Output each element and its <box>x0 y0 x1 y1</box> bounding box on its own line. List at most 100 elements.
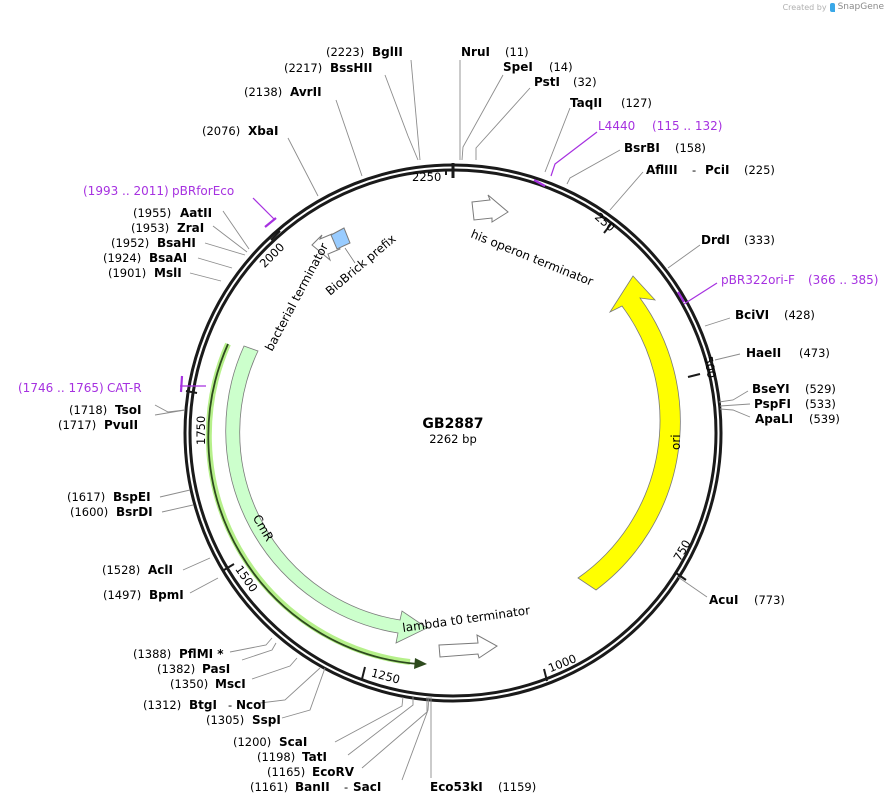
enzyme-btgi: BtgI <box>189 698 217 712</box>
enzyme-xbai: XbaI <box>248 124 278 138</box>
enzyme-ecorv: EcoRV <box>312 765 355 779</box>
feature-label-his-operon-terminator: his operon terminator <box>469 227 595 289</box>
enzyme-taqii: TaqII <box>570 96 602 110</box>
svg-text:-: - <box>228 698 232 712</box>
cmr-orf-line <box>207 343 419 665</box>
enzyme-haeii: HaeII <box>746 346 781 360</box>
biobrick-label-line <box>344 247 356 264</box>
svg-text:-: - <box>344 780 348 794</box>
svg-text:(333): (333) <box>744 233 775 247</box>
svg-text:(1497): (1497) <box>103 588 141 602</box>
primer-marks <box>179 179 685 393</box>
feature-ori[interactable] <box>577 275 681 591</box>
enzyme-pvuii: PvuII <box>104 418 138 432</box>
primer-cat-r-range: (1746 .. 1765) <box>18 381 104 395</box>
enzyme-leader-lines <box>154 59 751 781</box>
svg-text:(1953): (1953) <box>131 221 169 235</box>
snapgene-logo-icon <box>829 2 835 12</box>
primer-mark-l4440 <box>533 179 546 187</box>
svg-text:(1159): (1159) <box>498 780 536 794</box>
svg-text:(1600): (1600) <box>70 505 108 519</box>
svg-text:(1924): (1924) <box>103 251 141 265</box>
svg-text:(1901): (1901) <box>108 266 146 280</box>
primer-pbrforeco-name: pBRforEco <box>172 184 234 198</box>
primer-labels: L4440 (115 .. 132) pBR322ori-F (366 .. 3… <box>18 119 878 395</box>
enzyme-eco53ki: Eco53kI <box>430 780 483 794</box>
enzyme-bpmi: BpmI <box>149 588 184 602</box>
svg-text:(1312): (1312) <box>143 698 181 712</box>
feature-biobrick-prefix[interactable] <box>330 227 351 250</box>
svg-text:(14): (14) <box>549 60 573 74</box>
primer-cat-r-name: CAT-R <box>107 381 142 395</box>
svg-text:(529): (529) <box>805 382 836 396</box>
enzyme-acui: AcuI <box>709 593 738 607</box>
svg-text:(1617): (1617) <box>67 490 105 504</box>
svg-text:(1161): (1161) <box>250 780 288 794</box>
enzyme-aatii: AatII <box>180 206 212 220</box>
enzyme-afliii: AflIII <box>646 163 678 177</box>
enzyme-spei: SpeI <box>503 60 533 74</box>
enzyme-labels-right: NruI (11) SpeI (14) PstI (32) TaqII (127… <box>430 45 840 794</box>
tick-label-1750: 1750 <box>194 416 208 445</box>
svg-text:(473): (473) <box>799 346 830 360</box>
snapgene-credit: Created by SnapGene <box>783 2 884 12</box>
enzyme-bglii: BglII <box>372 45 403 59</box>
enzyme-msci: MscI <box>215 677 246 691</box>
enzyme-msli: MslI <box>154 266 182 280</box>
svg-text:(1717): (1717) <box>58 418 96 432</box>
svg-text:(1350): (1350) <box>170 677 208 691</box>
enzyme-bcivi: BciVI <box>735 308 769 322</box>
primer-pbr322ori-f-range: (366 .. 385) <box>808 273 878 287</box>
enzyme-apali: ApaLI <box>755 412 793 426</box>
svg-text:(1718): (1718) <box>69 403 107 417</box>
enzyme-bsrbi: BsrBI <box>624 141 660 155</box>
enzyme-zrai: ZraI <box>177 221 204 235</box>
enzyme-scai: ScaI <box>279 735 307 749</box>
svg-text:(2076): (2076) <box>202 124 240 138</box>
primer-mark-cat-r <box>179 375 184 393</box>
enzyme-bsaai: BsaAI <box>149 251 187 265</box>
svg-text:(539): (539) <box>809 412 840 426</box>
feature-his-operon-terminator[interactable] <box>471 194 509 223</box>
svg-text:PciI: PciI <box>705 163 730 177</box>
svg-text:(428): (428) <box>784 308 815 322</box>
svg-text:(127): (127) <box>621 96 652 110</box>
enzyme-avrii: AvrII <box>290 85 322 99</box>
enzyme-labels-left: (1161) BanII - SacI (1165) EcoRV (1198) … <box>58 45 403 794</box>
tick-label-2250: 2250 <box>412 170 441 184</box>
enzyme-pasi: PasI <box>202 662 230 676</box>
enzyme-bsshii: BssHII <box>330 61 372 75</box>
enzyme-saci: SacI <box>353 780 381 794</box>
svg-text:(32): (32) <box>573 75 597 89</box>
primer-pbrforeco-range: (1993 .. 2011) <box>83 184 169 198</box>
cmr-orf-arrowhead <box>414 658 427 669</box>
svg-text:(1200): (1200) <box>233 735 271 749</box>
tick-label-500: 500 <box>701 355 719 379</box>
enzyme-acli: AclI <box>148 563 173 577</box>
feature-lambda-t0-terminator[interactable] <box>438 634 498 659</box>
tick-marks <box>185 169 701 682</box>
primer-l4440-name: L4440 <box>598 119 635 133</box>
enzyme-ncoi: NcoI <box>236 698 266 712</box>
svg-text:(773): (773) <box>754 593 785 607</box>
svg-text:(533): (533) <box>805 397 836 411</box>
enzyme-nrui: NruI <box>461 45 490 59</box>
enzyme-drdi: DrdI <box>701 233 730 247</box>
feature-cmr[interactable] <box>225 345 428 644</box>
plasmid-length: 2262 bp <box>429 432 477 446</box>
svg-text:-: - <box>692 163 696 177</box>
feature-label-lambda-t0-terminator: lambda t0 terminator <box>401 603 530 635</box>
svg-text:(225): (225) <box>744 163 775 177</box>
primer-l4440-range: (115 .. 132) <box>652 119 722 133</box>
svg-text:(158): (158) <box>675 141 706 155</box>
svg-text:(1388): (1388) <box>133 647 171 661</box>
enzyme-banii: BanII <box>295 780 330 794</box>
enzyme-pspfi: PspFI <box>754 397 791 411</box>
svg-text:(1528): (1528) <box>102 563 140 577</box>
feature-label-ori: ori <box>669 434 683 450</box>
enzyme-tati: TatI <box>302 750 327 764</box>
enzyme-bsahi: BsaHI <box>157 236 196 250</box>
enzyme-sspi: SspI <box>252 713 281 727</box>
enzyme-bsrdi: BsrDI <box>116 505 153 519</box>
svg-text:(1382): (1382) <box>157 662 195 676</box>
